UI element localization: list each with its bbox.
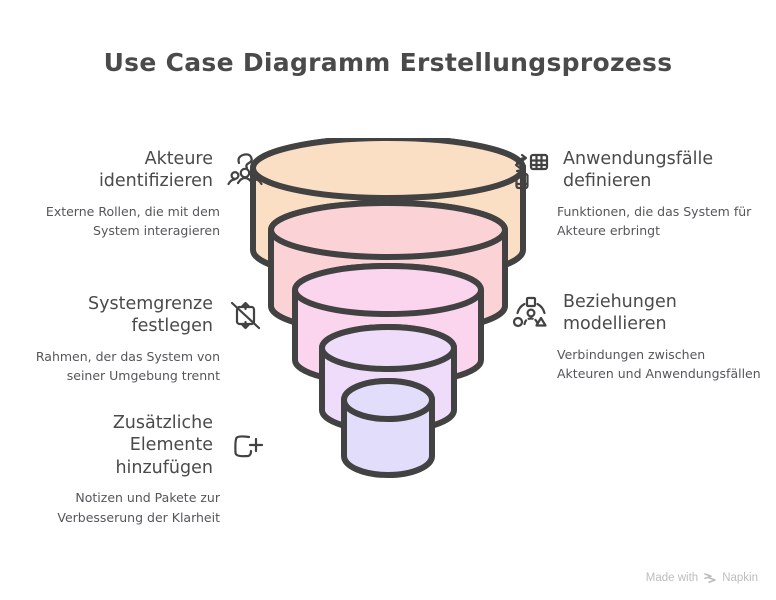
usecase-table-icon <box>509 148 553 192</box>
step-header: Zusätzliche Elemente hinzufügen <box>12 412 267 479</box>
step-title: Systemgrenze festlegen <box>88 294 213 337</box>
step-zusaetzliche-elemente: Zusätzliche Elemente hinzufügen Notizen … <box>12 412 267 527</box>
step-header: Beziehungen modellieren <box>509 291 764 336</box>
watermark-brand: Napkin <box>722 572 758 584</box>
step-anwendungsfaelle-definieren: Anwendungsfälle definieren Funktionen, d… <box>509 148 764 241</box>
step-description: Funktionen, die das System für Akteure e… <box>557 203 752 239</box>
step-title: Zusätzliche Elemente hinzufügen <box>112 413 213 478</box>
step-title: Anwendungsfälle definieren <box>563 149 714 192</box>
funnel-graphic <box>247 135 529 492</box>
step-beziehungen-modellieren: Beziehungen modellieren Verbindungen zwi… <box>509 291 764 384</box>
relations-icon <box>509 291 553 335</box>
step-header: Anwendungsfälle definieren <box>509 148 764 193</box>
watermark-text: Made with <box>645 572 699 584</box>
napkin-logo-icon <box>703 572 717 584</box>
users-group-icon <box>223 148 267 192</box>
step-header: Systemgrenze festlegen <box>12 293 267 338</box>
napkin-watermark: Made with Napkin <box>646 572 758 584</box>
step-systemgrenze-festlegen: Systemgrenze festlegen Rahmen, der das S… <box>12 293 267 386</box>
note-plus-icon <box>223 424 267 468</box>
step-title: Beziehungen modellieren <box>563 292 677 335</box>
step-description: Externe Rollen, die mit dem System inter… <box>45 203 220 239</box>
step-header: Akteure identifizieren <box>12 148 267 193</box>
step-description: Notizen und Pakete zur Verbesserung der … <box>57 490 220 525</box>
funnel-layer-5 <box>341 378 435 478</box>
step-title: Akteure identifizieren <box>98 149 213 192</box>
step-description: Rahmen, der das System von seiner Umgebu… <box>35 348 220 384</box>
page-title: Use Case Diagramm Erstellungsprozess <box>103 48 673 77</box>
boundary-slash-icon <box>223 293 267 337</box>
step-akteure-identifizieren: Akteure identifizieren Externe Rollen, d… <box>12 148 267 241</box>
step-description: Verbindungen zwischen Akteuren und Anwen… <box>557 346 761 382</box>
